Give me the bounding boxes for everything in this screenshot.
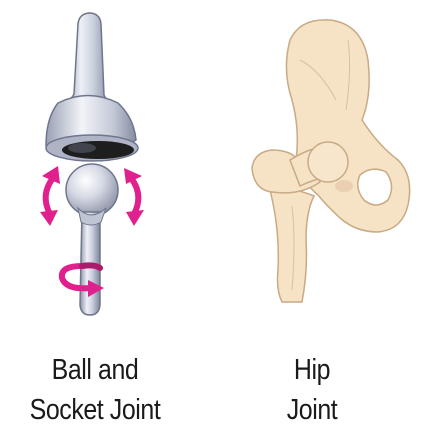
caption-hip-joint: Hip Joint	[235, 350, 390, 430]
caption-right-line2: Joint	[235, 390, 390, 430]
swing-arrow-left	[40, 166, 60, 226]
caption-left-line2: Socket Joint	[13, 390, 176, 430]
femoral-head	[308, 142, 348, 182]
caption-ball-and-socket: Ball and Socket Joint	[13, 350, 176, 430]
ball	[66, 164, 118, 216]
caption-left-line1: Ball and	[13, 350, 176, 390]
hip-joint-illustration	[252, 20, 410, 302]
upper-shaft	[64, 13, 112, 103]
caption-right-line1: Hip	[235, 350, 390, 390]
obturator-foramen	[358, 169, 392, 205]
swing-arrow-right	[124, 168, 144, 226]
ball-socket-model	[40, 13, 144, 315]
